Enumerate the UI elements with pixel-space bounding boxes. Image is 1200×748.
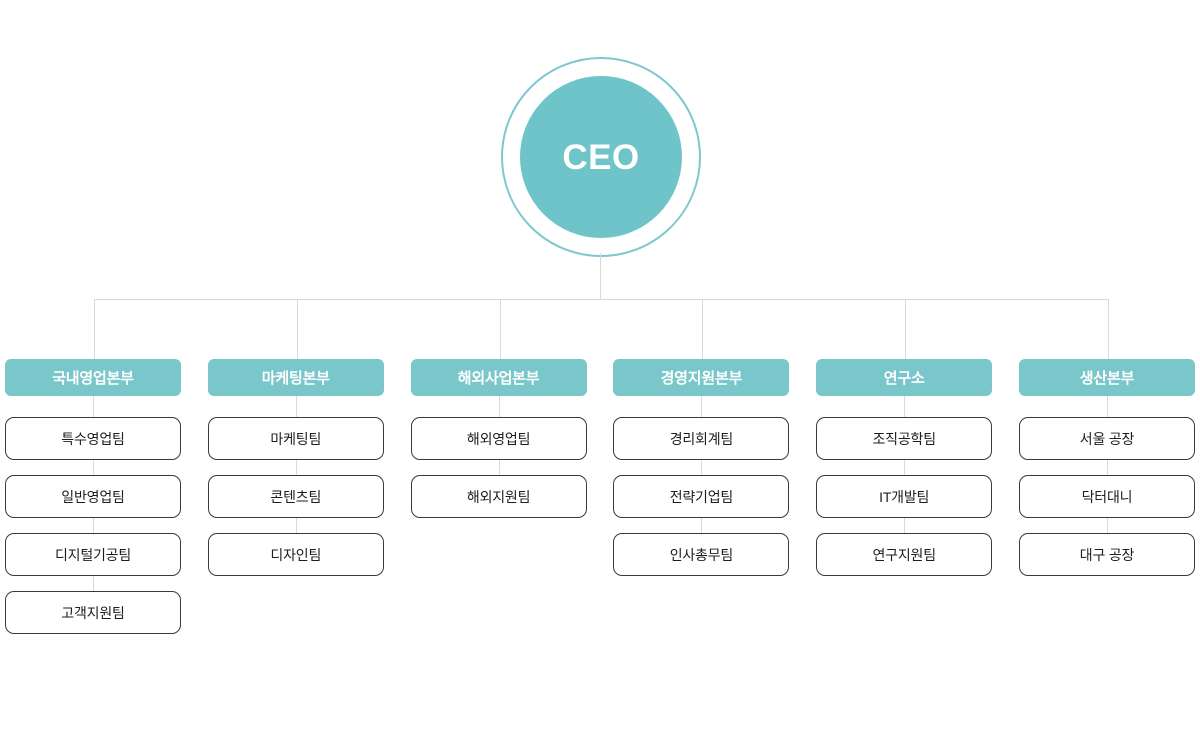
team-box[interactable]: 서울 공장 bbox=[1019, 417, 1195, 460]
team-label: 전략기업팀 bbox=[669, 488, 734, 505]
team-box[interactable]: 마케팅팀 bbox=[207, 417, 384, 460]
team-label: 인사총무팀 bbox=[669, 546, 734, 563]
department-header[interactable]: 연구소 bbox=[816, 359, 993, 396]
department-header[interactable]: 경영지원본부 bbox=[613, 359, 790, 396]
team-label: 특수영업팀 bbox=[61, 430, 125, 447]
department-header-label: 마케팅본부 bbox=[261, 370, 330, 387]
team-box[interactable]: 인사총무팀 bbox=[613, 533, 790, 576]
team-box[interactable]: 일반영업팀 bbox=[5, 475, 181, 518]
team-box[interactable]: 콘텐츠팀 bbox=[207, 475, 384, 518]
column-drop-connector bbox=[702, 299, 704, 359]
department-header[interactable]: 마케팅본부 bbox=[207, 359, 384, 396]
department-header[interactable]: 국내영업본부 bbox=[5, 359, 181, 396]
team-label: 닥터대니 bbox=[1081, 488, 1133, 505]
team-label: 대구 공장 bbox=[1079, 546, 1135, 563]
team-label: 디자인팀 bbox=[270, 546, 322, 563]
team-label: 마케팅팀 bbox=[270, 430, 322, 447]
ceo-stem-connector bbox=[600, 253, 601, 299]
team-label: 해외영업팀 bbox=[466, 430, 531, 447]
team-box[interactable]: 닥터대니 bbox=[1019, 475, 1195, 518]
ceo-circle: CEO bbox=[520, 76, 682, 238]
column-drop-connector bbox=[905, 299, 907, 359]
team-box[interactable]: 경리회계팀 bbox=[613, 417, 790, 460]
column-drop-connector bbox=[94, 299, 95, 359]
department-header-label: 연구소 bbox=[883, 370, 925, 387]
team-label: 조직공학팀 bbox=[872, 430, 936, 447]
team-label: 서울 공장 bbox=[1079, 430, 1135, 447]
team-label: 경리회계팀 bbox=[669, 430, 734, 447]
team-label: 콘텐츠팀 bbox=[270, 488, 322, 505]
department-header[interactable]: 해외사업본부 bbox=[410, 359, 587, 396]
team-label: 디지털기공팀 bbox=[54, 546, 132, 563]
team-box[interactable]: 디자인팀 bbox=[207, 533, 384, 576]
team-box[interactable]: 고객지원팀 bbox=[5, 591, 181, 634]
team-label: 일반영업팀 bbox=[61, 488, 125, 505]
team-box[interactable]: 해외영업팀 bbox=[410, 417, 587, 460]
department-header-label: 경영지원본부 bbox=[660, 370, 743, 387]
ceo-outer-ring bbox=[501, 57, 701, 257]
team-box[interactable]: 대구 공장 bbox=[1019, 533, 1195, 576]
column-drop-connector bbox=[1108, 299, 1109, 359]
team-box[interactable]: 해외지원팀 bbox=[410, 475, 587, 518]
team-label: 고객지원팀 bbox=[61, 604, 125, 621]
ceo-node[interactable]: CEO bbox=[501, 57, 701, 257]
column-drop-connector bbox=[296, 299, 298, 359]
department-header-label: 생산본부 bbox=[1079, 370, 1135, 387]
department-header[interactable]: 생산본부 bbox=[1019, 359, 1195, 396]
team-box[interactable]: 전략기업팀 bbox=[613, 475, 790, 518]
team-box[interactable]: 연구지원팀 bbox=[816, 533, 993, 576]
team-label: 해외지원팀 bbox=[466, 488, 531, 505]
team-box[interactable]: 조직공학팀 bbox=[816, 417, 993, 460]
column-drop-connector bbox=[499, 299, 501, 359]
department-header-label: 해외사업본부 bbox=[457, 370, 540, 387]
team-box[interactable]: 특수영업팀 bbox=[5, 417, 181, 460]
team-label: 연구지원팀 bbox=[872, 546, 936, 563]
horizontal-bus-connector bbox=[95, 299, 1109, 300]
team-box[interactable]: IT개발팀 bbox=[816, 475, 993, 518]
ceo-label: CEO bbox=[562, 137, 640, 177]
team-box[interactable]: 디지털기공팀 bbox=[5, 533, 181, 576]
team-label: IT개발팀 bbox=[879, 488, 930, 505]
department-header-label: 국내영업본부 bbox=[52, 370, 134, 387]
